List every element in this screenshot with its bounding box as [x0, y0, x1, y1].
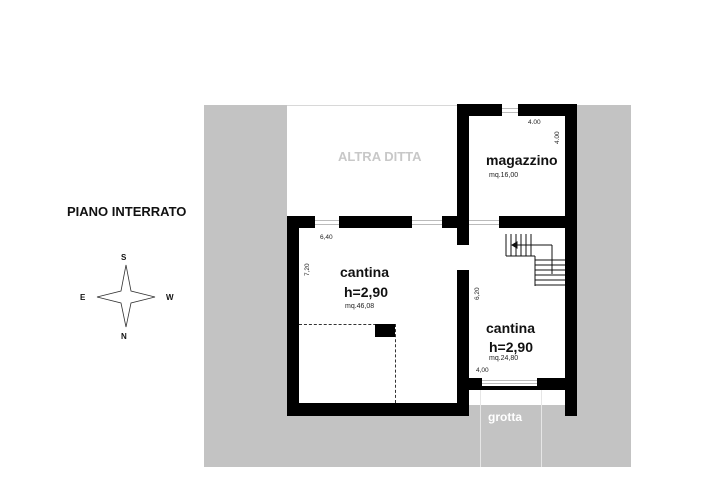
- window: [502, 104, 518, 116]
- dim-width: 6,40: [320, 234, 333, 241]
- room-area: mq.46,08: [345, 303, 375, 310]
- wall: [457, 104, 469, 245]
- pillar: [375, 324, 395, 337]
- compass-north-label: N: [121, 332, 127, 341]
- neighbor-area: ALTRA DITTA: [287, 105, 457, 217]
- room-cantina-small: 6,20 cantina h=2,90 mq.24,80 4,00: [469, 234, 565, 378]
- compass-east-label: E: [80, 293, 86, 302]
- neighbor-label: ALTRA DITTA: [338, 149, 422, 164]
- wall: [287, 216, 299, 416]
- ground-right: [576, 105, 631, 467]
- grotta-label: grotta: [488, 410, 522, 424]
- compass: S E W N: [80, 253, 180, 343]
- dim-height: 7,20: [304, 263, 311, 276]
- dim-width: 4,00: [476, 367, 489, 374]
- room-name: cantina: [340, 264, 390, 280]
- wall: [457, 216, 469, 245]
- compass-south-label: S: [121, 253, 127, 262]
- window: [412, 216, 442, 228]
- room-height: h=2,90: [489, 339, 533, 355]
- compass-west-label: W: [166, 293, 174, 302]
- room-height: h=2,90: [344, 284, 388, 300]
- dim-width: 4.00: [528, 119, 541, 126]
- room-magazzino: 4.00 4.00 magazzino mq.16,00: [469, 116, 565, 216]
- room-area: mq.24,80: [489, 355, 519, 362]
- dim-height: 4.00: [554, 131, 561, 144]
- staircase-icon: [505, 234, 565, 286]
- door-opening: [469, 216, 499, 228]
- dashed-outline: [299, 324, 396, 403]
- compass-rose-icon: [96, 264, 156, 328]
- ground-left: [204, 105, 287, 467]
- wall: [287, 403, 469, 416]
- floor-title: PIANO INTERRATO: [67, 204, 187, 219]
- room-cantina-large: 6,40 7,20 cantina h=2,90 mq.46,08: [299, 228, 457, 403]
- wall: [565, 104, 577, 416]
- door-opening: [482, 378, 537, 386]
- grotta-area: grotta: [480, 389, 542, 467]
- window: [315, 216, 339, 228]
- door-opening: [469, 228, 499, 234]
- dim-height: 6,20: [474, 287, 481, 300]
- room-area: mq.16,00: [489, 172, 519, 179]
- room-name: cantina: [486, 320, 536, 336]
- room-name: magazzino: [486, 152, 558, 168]
- wall: [457, 270, 469, 416]
